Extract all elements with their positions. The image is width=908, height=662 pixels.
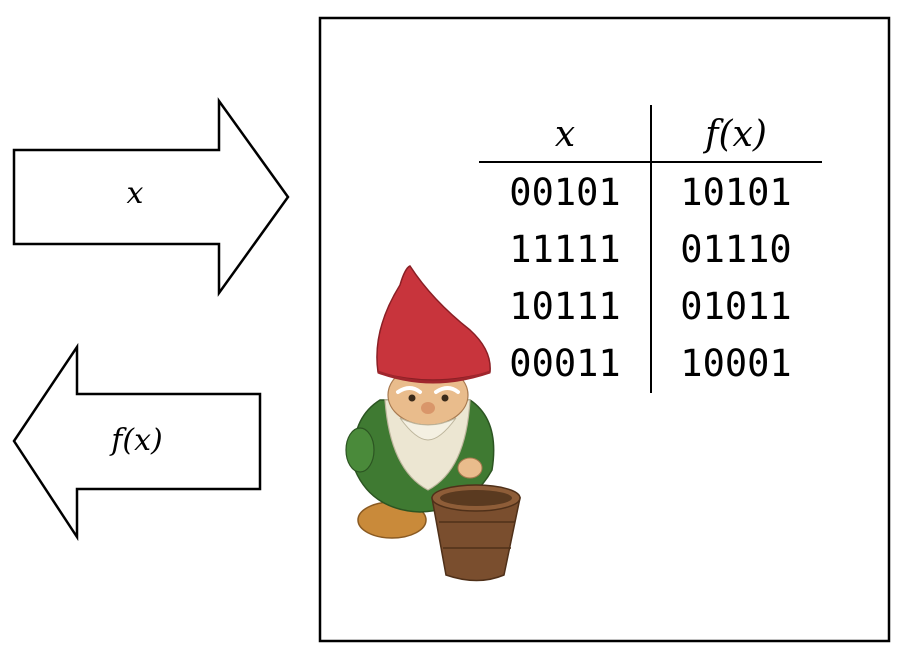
table-cell-x: 10111 [509,285,620,328]
truth-table: x f(x) 00101 10101 11111 01110 10111 010… [479,105,822,393]
table-cell-fx: 10101 [680,171,791,214]
table-header-x: x [555,114,575,155]
table-header-fx: f(x) [702,114,767,155]
input-arrow-label: x [127,176,144,211]
table-cell-x: 11111 [509,228,620,271]
table-cell-x: 00011 [509,342,620,385]
table-cell-fx: 01011 [680,285,791,328]
output-arrow-shape [12,342,262,542]
input-arrow: x [12,97,290,297]
output-arrow-label: f(x) [109,423,162,458]
table-cell-fx: 10001 [680,342,791,385]
table-cell-fx: 01110 [680,228,791,271]
input-arrow-shape [12,97,290,297]
gnome-illustration [345,265,521,582]
output-arrow: f(x) [12,342,262,542]
table-cell-x: 00101 [509,171,620,214]
